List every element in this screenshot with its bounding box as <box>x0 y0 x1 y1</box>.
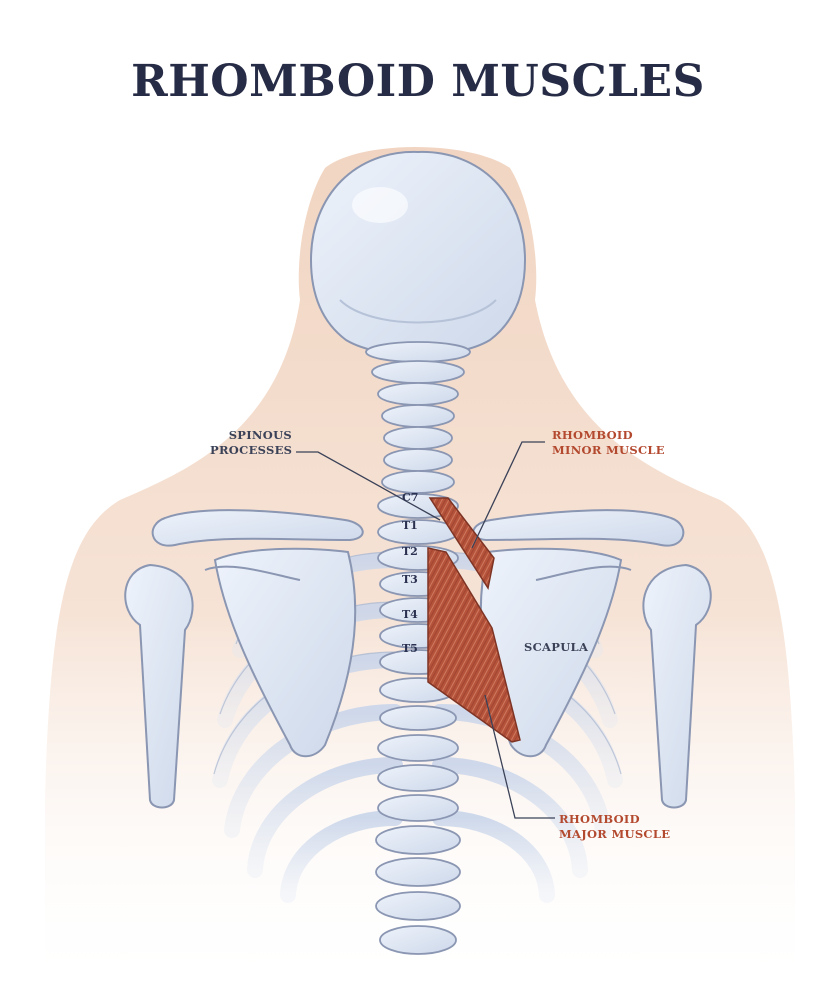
label-rhomboid-major: RHOMBOID MAJOR MUSCLE <box>559 812 670 842</box>
label-major-line2: MAJOR MUSCLE <box>559 827 671 841</box>
skull <box>309 150 527 357</box>
vertebra-label-t4: T4 <box>402 608 418 621</box>
leader-lines <box>296 441 555 819</box>
humerus-bones <box>124 563 712 809</box>
vertebra-label-t3: T3 <box>402 573 418 586</box>
rhomboid-major-muscle <box>427 547 521 743</box>
vertebra-label-t2: T2 <box>402 545 418 558</box>
label-major-line1: RHOMBOID <box>559 812 640 826</box>
label-scapula: SCAPULA <box>524 640 589 654</box>
spine <box>365 341 471 955</box>
label-minor-line2: MINOR MUSCLE <box>552 443 665 457</box>
label-rhomboid-minor: RHOMBOID MINOR MUSCLE <box>552 428 665 458</box>
label-spinous-line2: PROCESSES <box>210 443 293 457</box>
vertebra-label-c7: C7 <box>402 491 419 504</box>
vertebra-label-t5: T5 <box>402 642 418 655</box>
scapulae <box>204 547 632 758</box>
vertebra-label-t1: T1 <box>402 519 418 532</box>
label-spinous-line1: SPINOUS <box>228 428 292 442</box>
label-spinous-processes: SPINOUS PROCESSES <box>210 428 292 458</box>
rhomboid-minor-muscle <box>428 497 495 590</box>
label-minor-line1: RHOMBOID <box>552 428 633 442</box>
clavicles <box>151 509 685 547</box>
page-title: RHOMBOID MUSCLES <box>131 56 705 107</box>
